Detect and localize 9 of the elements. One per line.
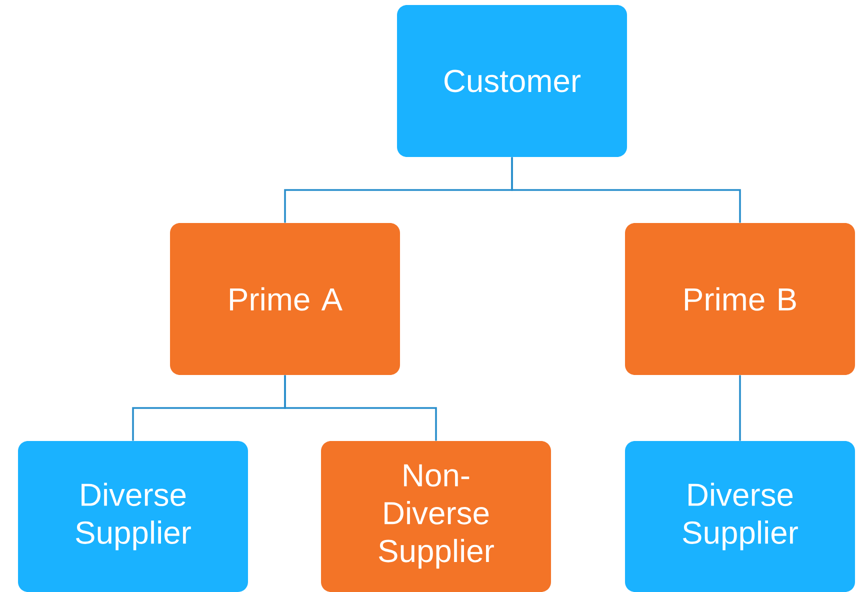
process-box: Non-Diverse Supplier [321, 440, 551, 592]
process-box: Prime B [625, 222, 855, 375]
process-box: Customer [397, 5, 627, 157]
connector-line [739, 375, 741, 441]
connector-line [284, 375, 437, 441]
process-box: Prime A [170, 222, 400, 375]
process-box: Diverse Supplier [625, 440, 855, 592]
connector-line [511, 157, 741, 223]
process-box: Diverse Supplier [18, 440, 248, 592]
